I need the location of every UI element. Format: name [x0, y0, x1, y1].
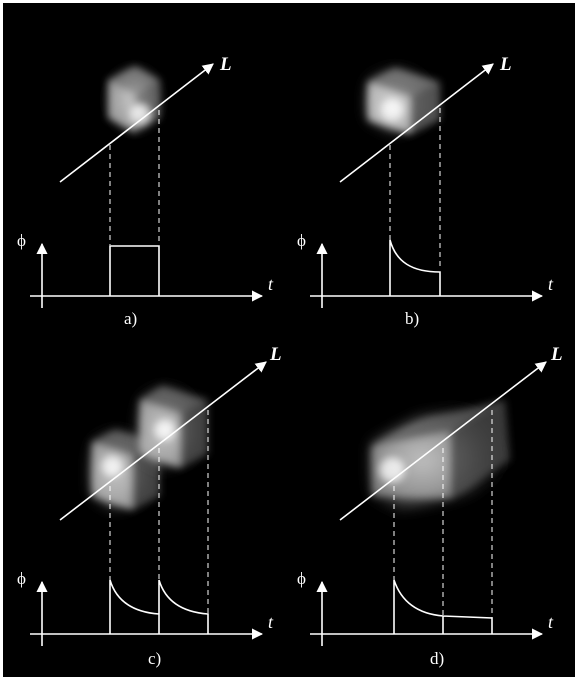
caption-a: a): [124, 309, 137, 328]
y-label-c: ϕ: [17, 569, 26, 588]
figure-frame: [3, 3, 575, 677]
y-label-d: ϕ: [297, 569, 306, 588]
y-label-b: ϕ: [297, 231, 306, 250]
panel-d: L ϕ t d): [297, 344, 563, 668]
x-label-a: t: [268, 274, 274, 294]
x-label-c: t: [268, 612, 274, 632]
cube-faces-c2: [140, 386, 208, 468]
caption-b: b): [405, 309, 419, 328]
beam-arrow-c: [59, 361, 267, 521]
cube-faces-b: [368, 68, 440, 134]
panel-c: L ϕ t c): [17, 344, 282, 668]
pulse-c: [109, 579, 209, 634]
x-label-d: t: [548, 612, 554, 632]
panel-a: L ϕ t a): [17, 54, 274, 328]
pulse-a: [109, 245, 160, 296]
beam-arrow-b: [339, 63, 494, 183]
caption-c: c): [148, 649, 161, 668]
beam-label-a: L: [219, 54, 232, 75]
cube-faces-a: [108, 66, 160, 133]
beam-arrow-d: [339, 361, 547, 521]
caption-d: d): [430, 649, 444, 668]
pulse-d: [393, 579, 493, 634]
pulse-b: [389, 239, 441, 296]
beam-label-c: L: [269, 344, 282, 365]
beam-label-b: L: [499, 54, 512, 75]
panel-b: L ϕ t b): [297, 54, 554, 328]
beam-arrow-a: [59, 63, 214, 183]
beam-label-d: L: [550, 344, 563, 365]
x-label-b: t: [548, 274, 554, 294]
y-label-a: ϕ: [17, 231, 26, 250]
